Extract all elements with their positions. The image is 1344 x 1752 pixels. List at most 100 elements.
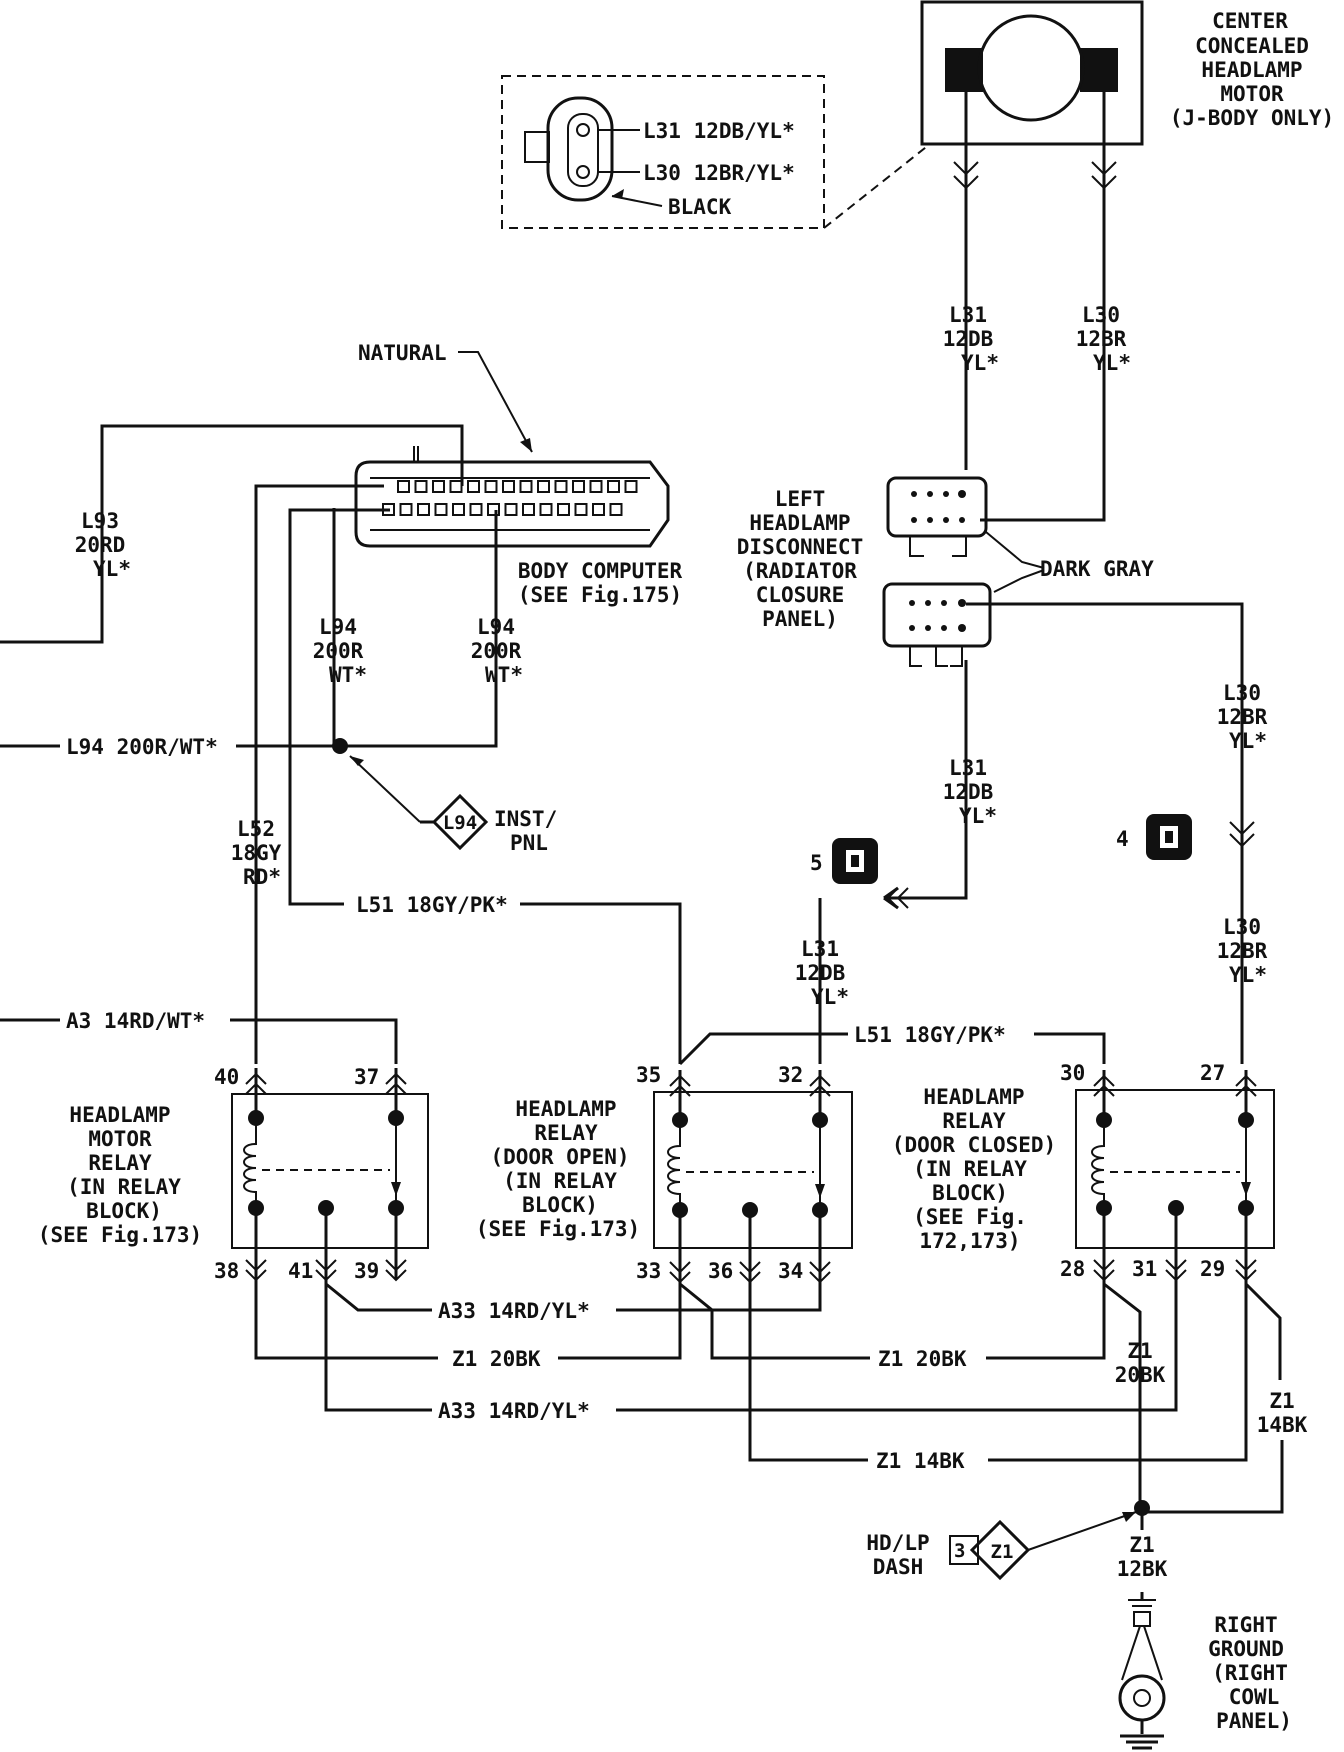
pin-41: 41 <box>288 1259 313 1283</box>
connector-5-label: 5 <box>810 851 823 875</box>
ground-label-3: (RIGHT <box>1212 1661 1288 1685</box>
wire-z1-14bk: Z1 14BK <box>876 1449 965 1473</box>
body-computer-label-1: BODY COMPUTER <box>518 559 683 583</box>
ground-label-2: GROUND <box>1208 1637 1284 1661</box>
body-computer-pin-bottom <box>469 503 483 516</box>
pin-40: 40 <box>214 1065 239 1089</box>
body-computer-connector <box>354 446 670 548</box>
body-computer-pin-top <box>502 480 515 493</box>
relay-arrow <box>391 1182 401 1196</box>
hdlp-dash-num: 3 <box>954 1540 965 1562</box>
wire-l52-2: 18GY <box>231 841 282 865</box>
relay-coil <box>667 1120 681 1210</box>
wire-l94-right-3: WT* <box>485 663 523 687</box>
wire-l30-mid-1: L30 <box>1223 681 1261 705</box>
wire-l31-mid-3: YL* <box>959 804 997 828</box>
relay-motor-label-1: HEADLAMP <box>69 1103 170 1127</box>
inset-l31-label: L31 12DB/YL* <box>643 119 795 143</box>
pin-32: 32 <box>778 1063 803 1087</box>
motor-label-5: (J-BODY ONLY) <box>1170 106 1334 130</box>
body-computer-pin-top <box>397 480 410 493</box>
hdlp-dash-label-2: DASH <box>873 1555 924 1579</box>
wire-l31-top-2: 12DB <box>943 327 994 351</box>
relay-closed-label-1: HEADLAMP <box>923 1085 1024 1109</box>
body-computer-pin-bottom <box>434 503 448 516</box>
pin-29: 29 <box>1200 1257 1225 1281</box>
wire-a33-top: A33 14RD/YL* <box>438 1299 590 1323</box>
relay-arrow <box>815 1184 825 1198</box>
wire-l94-horizontal: L94 200R/WT* <box>66 735 218 759</box>
body-computer-pin-bottom <box>522 503 535 516</box>
inset-connector-view <box>501 75 931 229</box>
wire-l30-low-3: YL* <box>1229 963 1267 987</box>
body-computer-pin-top <box>414 480 428 493</box>
inst-pnl-splice <box>349 755 489 851</box>
wire-l93-3: YL* <box>93 557 131 581</box>
hdlp-dash-tag: Z1 <box>991 1541 1014 1563</box>
body-computer-pin-top <box>432 480 445 493</box>
wire-l30-low-2: 12BR <box>1217 939 1268 963</box>
ground-label-5: PANEL) <box>1216 1709 1292 1733</box>
relay-closed-label-5: BLOCK) <box>932 1181 1008 1205</box>
body-computer-pin-top <box>519 480 533 493</box>
relay-internals <box>243 1110 1254 1218</box>
relay-connector-chevron <box>1235 1074 1257 1097</box>
pin-28: 28 <box>1060 1257 1085 1281</box>
relay-arrow <box>1241 1182 1251 1196</box>
inst-pnl-label-2: PNL <box>510 831 548 855</box>
pin-27: 27 <box>1200 1061 1225 1085</box>
ground-label-4: COWL <box>1229 1685 1280 1709</box>
relay-open-label-4: (IN RELAY <box>503 1169 617 1193</box>
wire-z1-20bk-mid: Z1 20BK <box>878 1347 967 1371</box>
wire-z1-14bk-right-2: 14BK <box>1257 1413 1308 1437</box>
wire-l30-top-2: 12BR <box>1076 327 1127 351</box>
wire-l51-left: L51 18GY/PK* <box>356 893 508 917</box>
wire-a33-bottom: A33 14RD/YL* <box>438 1399 590 1423</box>
relay-closed-label-3: (DOOR CLOSED) <box>892 1133 1056 1157</box>
body-computer-pin-top <box>607 480 620 493</box>
relay-open-label-3: (DOOR OPEN) <box>490 1145 629 1169</box>
relay-open-label-6: (SEE Fig.173) <box>476 1217 640 1241</box>
pin-39: 39 <box>354 1259 379 1283</box>
body-computer-pins-bottom <box>382 503 623 516</box>
wire-l93-1: L93 <box>81 509 119 533</box>
inst-pnl-tag: L94 <box>443 812 477 834</box>
pin-36: 36 <box>708 1259 733 1283</box>
body-computer-pin-bottom <box>539 503 553 516</box>
wire-l30-mid-2: 12BR <box>1217 705 1268 729</box>
relay-motor-label-3: RELAY <box>88 1151 152 1175</box>
body-computer-pin-bottom <box>557 503 570 516</box>
natural-label: NATURAL <box>358 341 447 365</box>
wire-a3: A3 14RD/WT* <box>66 1009 205 1033</box>
left-headlamp-disconnect <box>882 476 1045 667</box>
body-computer-pin-bottom <box>504 503 518 516</box>
relay-pins <box>245 1068 1257 1284</box>
wire-l52-3: RD* <box>243 865 281 889</box>
inst-pnl-label-1: INST/ <box>494 807 557 831</box>
inset-l30-label: L30 12BR/YL* <box>643 161 795 185</box>
body-computer-pin-top <box>572 480 585 493</box>
motor-label-3: HEADLAMP <box>1201 58 1302 82</box>
relay-motor-label-4: (IN RELAY <box>67 1175 181 1199</box>
connector-4-label: 4 <box>1116 827 1129 851</box>
relay-open-label-5: BLOCK) <box>522 1193 598 1217</box>
wire-l93-2: 20RD <box>75 533 126 557</box>
body-computer-label-2: (SEE Fig.175) <box>518 583 682 607</box>
relay-connector-chevron <box>385 1072 407 1095</box>
pin-35: 35 <box>636 1063 661 1087</box>
wire-l52-1: L52 <box>237 817 275 841</box>
relay-closed-label-4: (IN RELAY <box>913 1157 1027 1181</box>
hdlp-dash-label-1: HD/LP <box>866 1531 929 1555</box>
relay-open-label-1: HEADLAMP <box>515 1097 616 1121</box>
body-computer-pin-bottom <box>452 503 465 516</box>
wire-l30-top-3: YL* <box>1093 351 1131 375</box>
pin-30: 30 <box>1060 1061 1085 1085</box>
connector-4-icon <box>1146 814 1192 860</box>
body-computer-pin-bottom <box>574 503 588 516</box>
relay-closed-label-7: 172,173) <box>919 1229 1020 1253</box>
wire-l51-right: L51 18GY/PK* <box>854 1023 1006 1047</box>
wire-l31-top-3: YL* <box>961 351 999 375</box>
body-computer-pin-top <box>449 480 463 493</box>
relay-closed-label-2: RELAY <box>942 1109 1006 1133</box>
